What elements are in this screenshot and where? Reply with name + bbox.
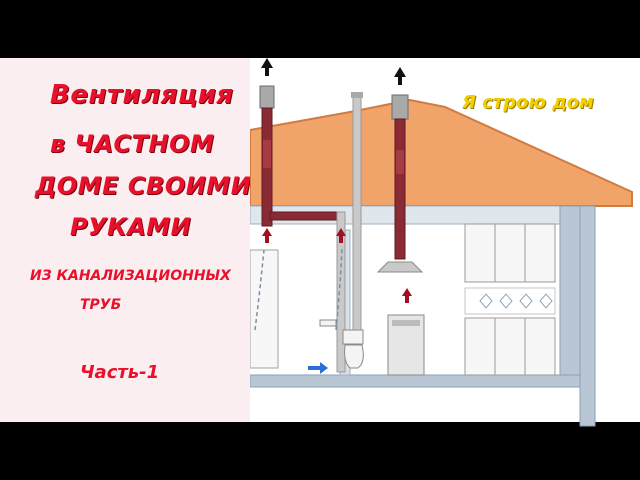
backsplash bbox=[464, 287, 556, 315]
riser-pipe bbox=[336, 211, 346, 373]
exhaust-arrows bbox=[261, 58, 406, 85]
title-line-4: РУКАМИ bbox=[70, 213, 192, 241]
toilet-tank bbox=[342, 329, 364, 345]
title-line-2: в ЧАСТНОМ bbox=[50, 130, 215, 158]
wash-basin-icon bbox=[319, 319, 337, 327]
kitchen-cabinet-icon bbox=[464, 223, 556, 283]
up-arrow-icon bbox=[402, 288, 412, 303]
center-sewer-stack bbox=[352, 94, 362, 331]
brand-label: Я строю дом bbox=[462, 92, 594, 113]
title-line-3: ДОМЕ СВОИМИ bbox=[35, 172, 252, 200]
backsplash-pattern bbox=[479, 293, 553, 309]
up-arrow-icon bbox=[262, 228, 272, 243]
connector-pipe bbox=[269, 211, 346, 221]
right-wall bbox=[559, 205, 581, 381]
title-line-1: Вентиляция bbox=[50, 80, 234, 110]
air-path-right bbox=[335, 247, 343, 331]
up-arrow-icon bbox=[261, 58, 273, 76]
right-vent-seal bbox=[396, 150, 404, 174]
right-vent-cap bbox=[391, 94, 409, 120]
subtitle-line-2: ТРУБ bbox=[80, 297, 122, 313]
shower-cabin bbox=[250, 249, 279, 369]
inflow-arrows bbox=[262, 228, 412, 303]
house-ventilation-diagram bbox=[250, 58, 640, 427]
base-cabinets bbox=[464, 317, 556, 376]
title-panel bbox=[0, 58, 250, 422]
center-stack-top bbox=[351, 92, 363, 98]
up-arrow-icon bbox=[336, 228, 346, 243]
stove-top bbox=[392, 320, 420, 326]
kitchen-hood bbox=[376, 261, 424, 273]
toilet-icon bbox=[344, 344, 364, 369]
left-vent-cap bbox=[259, 85, 275, 109]
right-vent-pipe bbox=[394, 118, 406, 260]
flow-arrow-icon bbox=[308, 362, 328, 374]
left-vent-seal bbox=[263, 140, 271, 168]
up-arrow-icon bbox=[394, 67, 406, 85]
subtitle-line-1: ИЗ КАНАЛИЗАЦИОННЫХ bbox=[30, 268, 231, 284]
part-label: Часть-1 bbox=[80, 362, 160, 383]
air-path-left bbox=[254, 249, 265, 331]
floor bbox=[250, 374, 596, 388]
outer-wall bbox=[579, 205, 596, 427]
